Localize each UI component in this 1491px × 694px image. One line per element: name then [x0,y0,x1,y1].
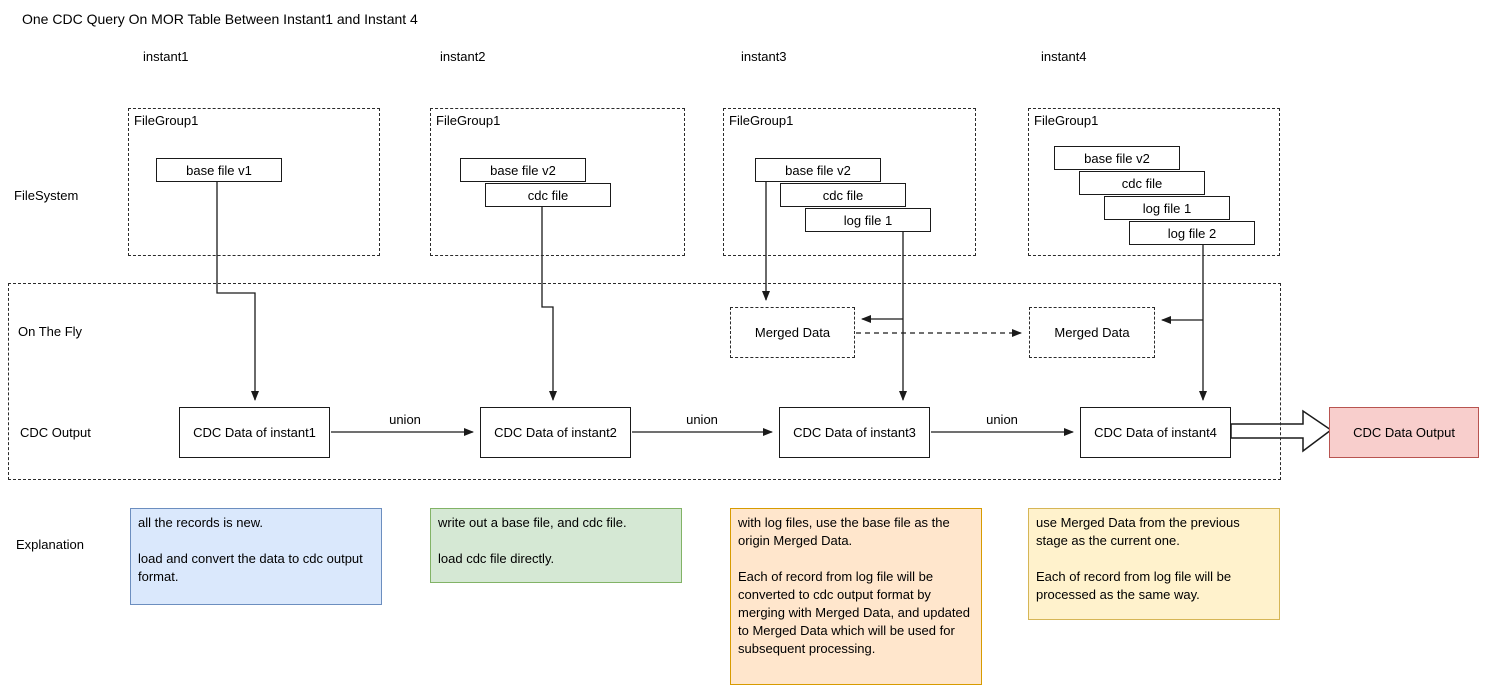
file-cdc-instant2: cdc file [485,183,611,207]
file-log1-instant3: log file 1 [805,208,931,232]
diagram-title: One CDC Query On MOR Table Between Insta… [22,11,418,27]
file-cdc-instant3: cdc file [780,183,906,207]
file-base-v2-instant4: base file v2 [1054,146,1180,170]
column-label-instant3: instant3 [741,49,787,64]
explanation-instant2: write out a base file, and cdc file. loa… [430,508,682,583]
cdc-data-instant4: CDC Data of instant4 [1080,407,1231,458]
cdc-data-instant3: CDC Data of instant3 [779,407,930,458]
union-label-3: union [986,412,1018,427]
explanation-instant1: all the records is new. load and convert… [130,508,382,605]
merged-data-instant4: Merged Data [1029,307,1155,358]
row-label-explanation: Explanation [16,537,84,552]
on-the-fly-cdc-output-region [8,283,1281,480]
explanation-instant3: with log files, use the base file as the… [730,508,982,685]
column-label-instant1: instant1 [143,49,189,64]
filegroup-instant2: FileGroup1 [430,108,685,256]
row-label-cdc-output: CDC Output [20,425,91,440]
file-base-v1-instant1: base file v1 [156,158,282,182]
row-label-on-the-fly: On The Fly [18,324,83,339]
file-log1-instant4: log file 1 [1104,196,1230,220]
file-base-v2-instant2: base file v2 [460,158,586,182]
cdc-data-output-box: CDC Data Output [1329,407,1479,458]
cdc-data-instant2: CDC Data of instant2 [480,407,631,458]
filegroup-instant3-label: FileGroup1 [729,113,794,128]
explanation-instant4: use Merged Data from the previous stage … [1028,508,1280,620]
union-label-1: union [389,412,421,427]
merged-data-instant3: Merged Data [730,307,855,358]
column-label-instant4: instant4 [1041,49,1087,64]
filegroup-instant1-label: FileGroup1 [134,113,199,128]
file-log2-instant4: log file 2 [1129,221,1255,245]
union-label-2: union [686,412,718,427]
filegroup-instant1: FileGroup1 [128,108,380,256]
file-cdc-instant4: cdc file [1079,171,1205,195]
filegroup-instant4-label: FileGroup1 [1034,113,1099,128]
filegroup-instant4: FileGroup1 [1028,108,1280,256]
file-base-v2-instant3: base file v2 [755,158,881,182]
column-label-instant2: instant2 [440,49,486,64]
filegroup-instant2-label: FileGroup1 [436,113,501,128]
filegroup-instant3: FileGroup1 [723,108,976,256]
cdc-data-instant1: CDC Data of instant1 [179,407,330,458]
row-label-filesystem: FileSystem [14,188,79,203]
